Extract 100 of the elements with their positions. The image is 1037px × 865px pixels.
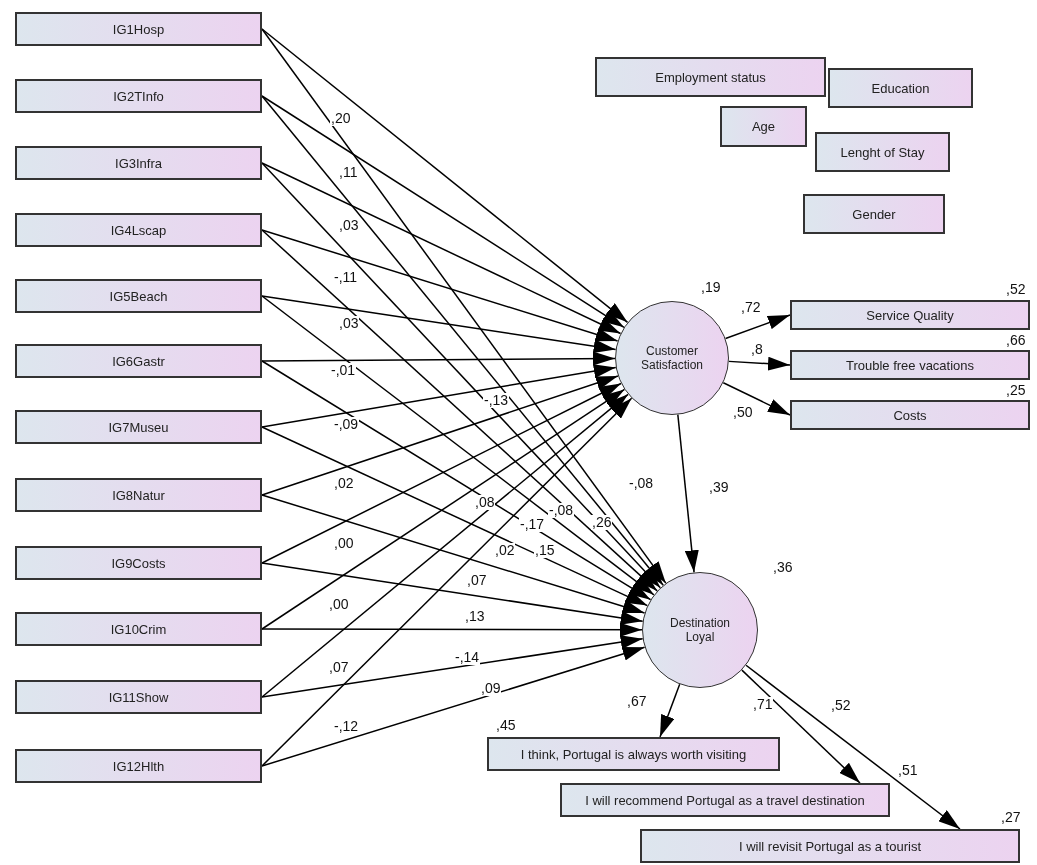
variable-box	[815, 132, 950, 172]
variable-box	[790, 350, 1030, 380]
arrow	[677, 413, 699, 574]
node-label: Customer Satisfaction	[639, 344, 704, 372]
arrow	[261, 646, 646, 767]
arrow	[261, 382, 622, 564]
node-label: Trouble free vacations	[845, 357, 975, 373]
arrow	[261, 360, 652, 601]
coefficient-label: -,08	[548, 503, 575, 518]
arrow	[724, 314, 791, 340]
arrow	[261, 28, 629, 324]
arrow	[261, 562, 644, 625]
arrow	[722, 382, 791, 416]
variable-box	[15, 680, 262, 714]
coefficient-label: ,15	[534, 543, 556, 558]
edge-label: ,39	[708, 480, 730, 495]
node-label: I will recommend Portugal as a travel destination	[585, 792, 865, 808]
variable-box	[15, 279, 262, 313]
node-label: IG3Infra	[115, 155, 162, 171]
value-label: ,45	[495, 718, 517, 733]
arrow	[261, 388, 626, 630]
arrow	[745, 664, 961, 830]
arrow	[261, 635, 644, 698]
node-label: Employment status	[655, 69, 766, 85]
arrow	[261, 397, 633, 767]
value-label: ,66	[1005, 333, 1027, 348]
arrow	[261, 426, 649, 607]
edge-label: ,71	[752, 697, 774, 712]
value-label: ,52	[1005, 282, 1027, 297]
arrow	[659, 683, 681, 738]
arrow	[261, 375, 619, 496]
coefficient-label: -,11	[333, 270, 359, 285]
arrow	[261, 162, 622, 335]
node-label: Age	[751, 119, 776, 134]
edge-label: ,8	[750, 342, 764, 357]
node-label: IG5Beach	[109, 288, 168, 304]
value-label: ,36	[772, 560, 794, 575]
arrow	[261, 229, 658, 592]
arrow	[261, 393, 629, 698]
arrow	[261, 351, 616, 366]
coefficient-label: ,07	[328, 660, 350, 675]
node-label: IG1Hosp	[112, 21, 165, 37]
coefficient-label: -,08	[628, 476, 655, 491]
coefficient-label: ,02	[494, 543, 516, 558]
variable-box	[15, 410, 262, 444]
arrow	[728, 356, 791, 371]
variable-box	[487, 737, 780, 771]
arrow	[261, 295, 655, 596]
coefficient-label: ,00	[333, 536, 355, 551]
node-label: IG9Costs	[111, 555, 166, 571]
variable-box	[15, 344, 262, 378]
value-label: ,27	[1000, 810, 1022, 825]
node-label: Lenght of Stay	[840, 144, 925, 160]
coefficient-label: -,12	[333, 719, 360, 734]
variable-box	[15, 79, 262, 113]
arrow	[261, 295, 617, 354]
node-label: Destination Loyal	[668, 616, 731, 644]
coefficient-label: ,07	[466, 573, 488, 588]
variable-box	[828, 68, 973, 108]
variable-box	[790, 300, 1030, 330]
node-label: Costs	[893, 407, 927, 423]
variable-box	[15, 612, 262, 646]
node-label: Education	[871, 80, 930, 96]
coefficient-label: -,01	[330, 363, 357, 378]
node-label: IG12Hlth	[112, 758, 165, 774]
variable-box	[560, 783, 890, 817]
arrow	[261, 95, 625, 329]
edge-label: ,67	[626, 694, 648, 709]
coefficient-label: -,09	[333, 417, 360, 432]
variable-box	[15, 546, 262, 580]
variable-box	[15, 478, 262, 512]
node-label: Gender	[852, 206, 896, 222]
coefficient-label: ,00	[328, 597, 350, 612]
edge-label: ,50	[732, 405, 754, 420]
node-label: I think, Portugal is always worth visiting	[520, 746, 747, 762]
node-label: IG10Crim	[110, 621, 167, 637]
node-label: IG7Museu	[108, 419, 169, 435]
variable-box	[720, 106, 807, 147]
node-label: IG4Lscap	[110, 222, 167, 238]
coefficient-label: ,03	[338, 316, 360, 331]
node-label: Service Quality	[866, 307, 954, 323]
variable-box	[15, 749, 262, 783]
coefficient-label: -,13	[483, 393, 510, 408]
variable-box	[803, 194, 945, 234]
value-label: ,51	[897, 763, 919, 778]
variable-box	[15, 12, 262, 46]
node-label: IG8Natur	[112, 487, 165, 503]
coefficient-label: ,08	[474, 495, 496, 510]
coefficient-label: ,02	[333, 476, 355, 491]
variable-box	[15, 146, 262, 180]
coefficient-label: ,03	[338, 218, 360, 233]
variable-box	[790, 400, 1030, 430]
coefficient-label: ,20	[330, 111, 352, 126]
variable-box	[595, 57, 826, 97]
variable-box	[15, 213, 262, 247]
coefficient-label: -,14	[454, 650, 481, 665]
arrow	[261, 494, 646, 614]
value-label: ,19	[700, 280, 722, 295]
edge-label: ,72	[740, 300, 762, 315]
arrow	[741, 669, 861, 784]
